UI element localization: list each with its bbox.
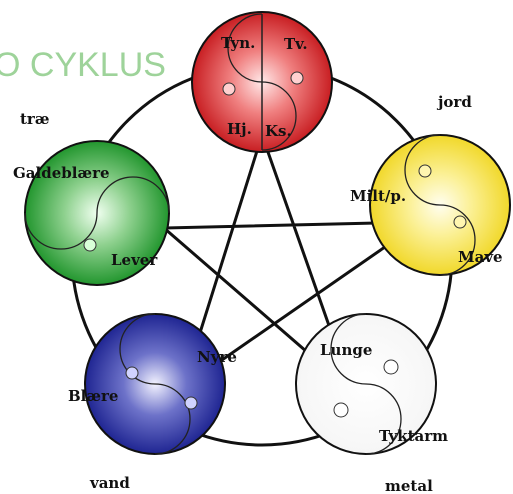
fire-label-tv: Tv. [284, 35, 308, 53]
fire-element: Tyn. Tv. Hj. Ks. [192, 12, 332, 152]
element-name-wood: træ [20, 110, 49, 128]
wood-element: Galdeblære Lever [13, 141, 169, 285]
fire-yang-dot [223, 83, 235, 95]
wood-label-galdeblaere: Galdeblære [13, 164, 110, 182]
fire-label-ks: Ks. [265, 122, 292, 140]
earth-yin-dot [454, 216, 466, 228]
metal-yin-dot [334, 403, 348, 417]
metal-element: Lunge Tyktarm [296, 314, 448, 454]
fire-label-tyn: Tyn. [221, 34, 255, 52]
water-yang-dot [126, 367, 138, 379]
earth-yang-dot [419, 165, 431, 177]
element-name-water: vand [89, 474, 130, 492]
diagram-title: O CYKLUS [0, 46, 166, 84]
water-label-blaere: Blære [68, 387, 118, 405]
fire-yin-dot [291, 72, 303, 84]
water-label-nyre: Nyre [197, 348, 237, 366]
element-name-earth: jord [436, 93, 472, 111]
wood-yang-dot [84, 239, 96, 251]
element-name-metal: metal [385, 477, 433, 494]
wood-label-lever: Lever [111, 251, 158, 269]
metal-label-lunge: Lunge [320, 341, 372, 359]
water-element: Nyre Blære [68, 314, 237, 454]
fire-label-hj: Hj. [227, 120, 252, 138]
metal-yang-dot [384, 360, 398, 374]
metal-label-tyktarm: Tyktarm [379, 427, 448, 445]
water-yin-dot [185, 397, 197, 409]
earth-label-mave: Mave [458, 248, 503, 266]
earth-label-milt: Milt/p. [350, 187, 406, 205]
